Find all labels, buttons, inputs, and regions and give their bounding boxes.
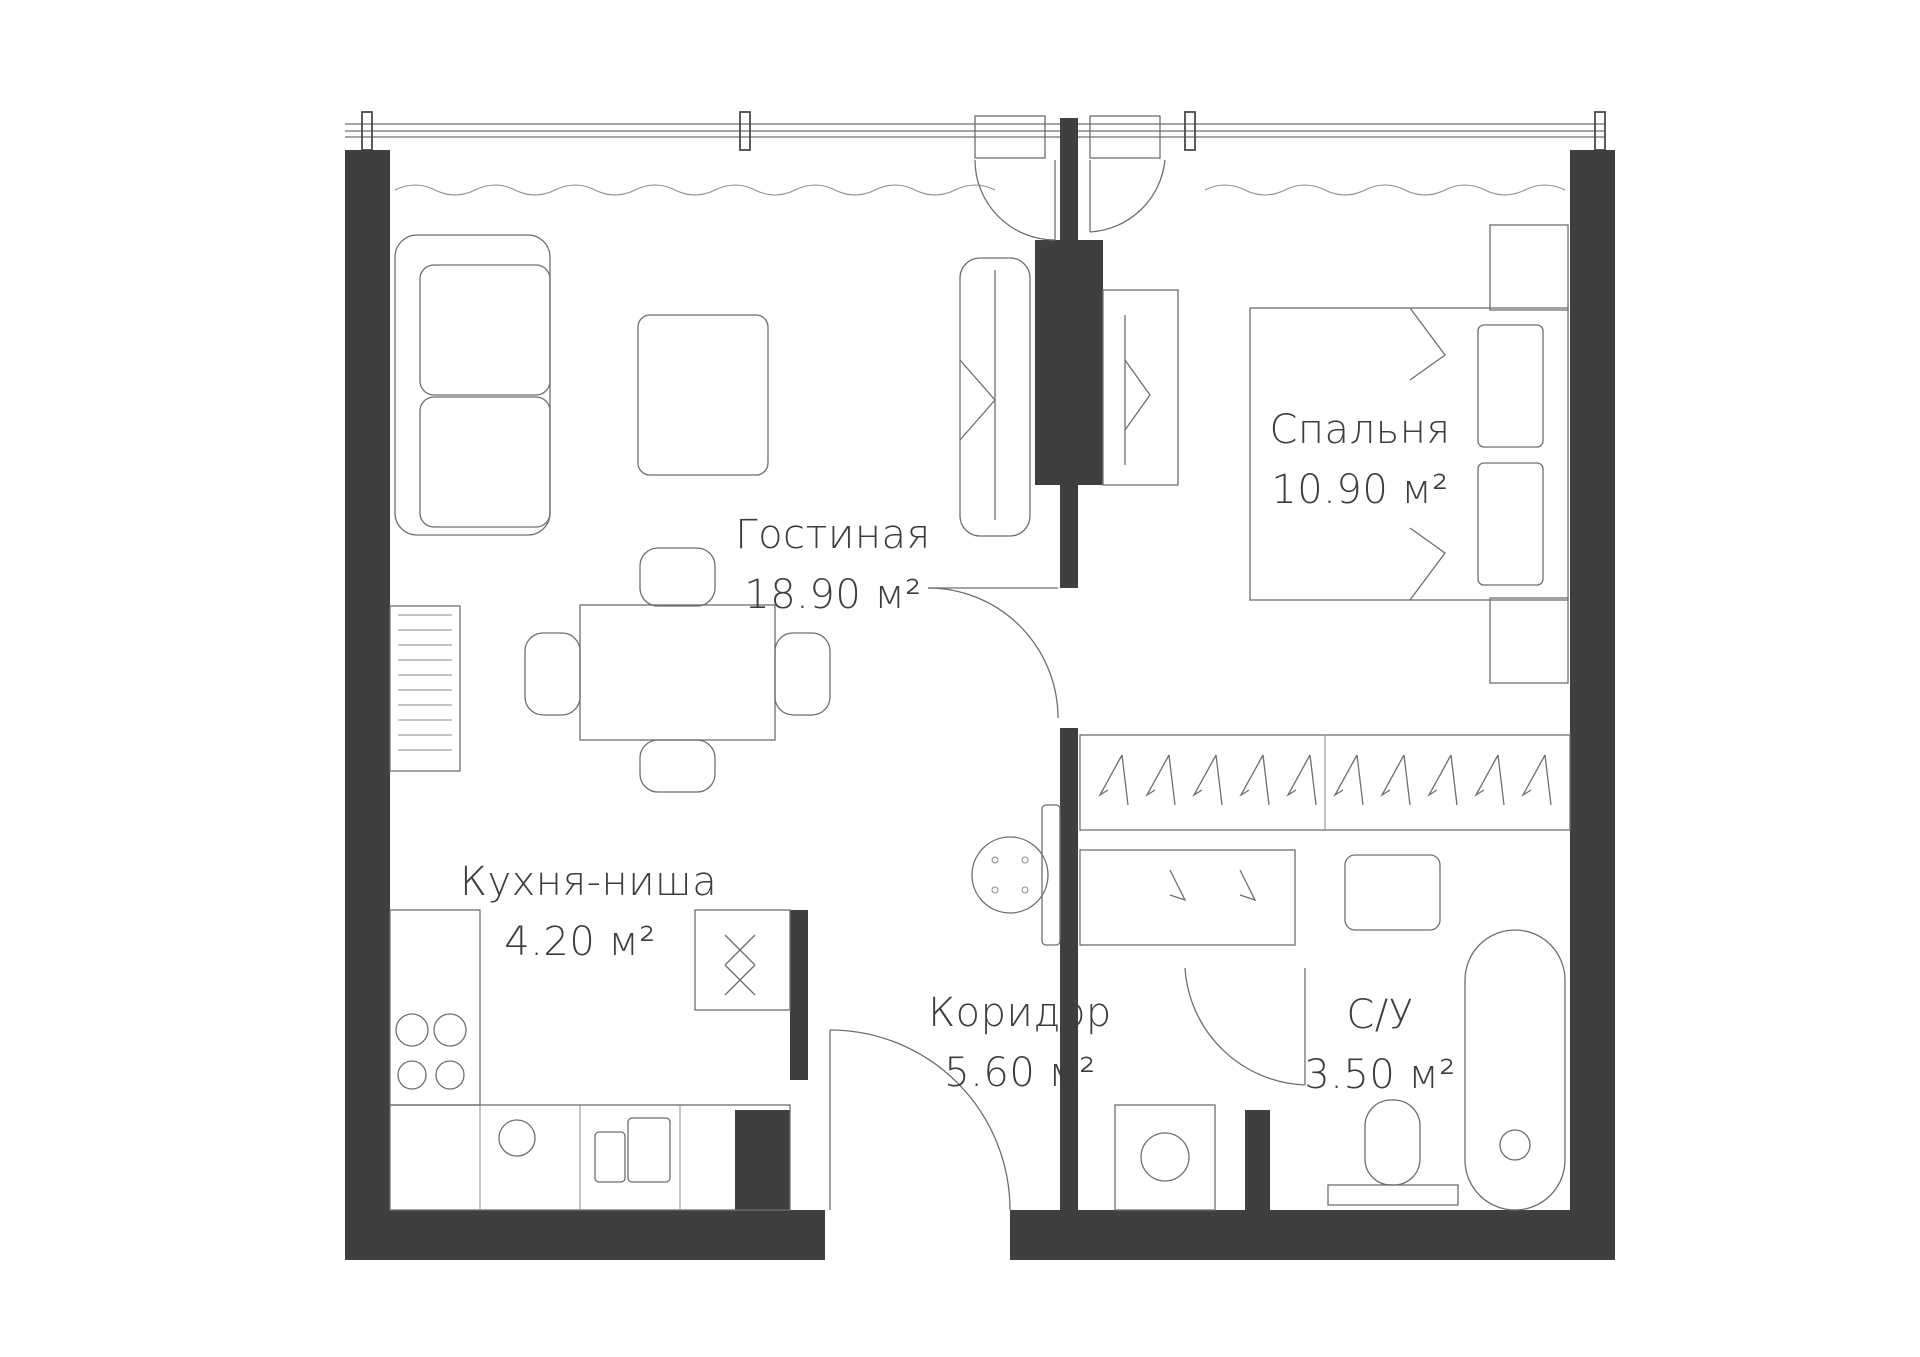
room-area: 10.90 м² [1271,467,1449,513]
entrance-door [829,1029,1011,1211]
living-door [927,587,1059,719]
coffee-table [637,314,769,476]
room-label-living: Гостиная 18.90 м² [718,505,948,625]
hanger-icon [1145,754,1176,806]
hanger-icon [1098,754,1129,806]
room-name: Коридор [928,990,1112,1036]
corridor-furniture [971,804,1296,946]
balcony-doors [974,159,1166,241]
tv-cabinet [959,257,1031,537]
rug [389,605,461,772]
walls [345,118,1615,1260]
closet-bedroom [1079,734,1571,831]
hanger-icon [1474,754,1505,806]
room-name: С/У [1346,992,1414,1038]
room-area: 18.90 м² [744,572,922,618]
balcony-railing [345,111,1606,159]
hanger-icon [1380,754,1411,806]
room-label-bathroom: С/У 3.50 м² [1300,985,1460,1105]
room-name: Спальня [1269,407,1451,453]
dining-set [524,547,831,793]
hanger-icon [1521,754,1552,806]
bedroom-wardrobe [1102,289,1179,486]
curtains [394,184,1566,196]
room-area: 4.20 м² [504,919,656,965]
bathroom-fixtures [1327,854,1566,1211]
sofa [394,234,551,536]
room-name: Кухня-ниша [460,859,718,905]
room-area: 3.50 м² [1304,1052,1456,1098]
room-label-bedroom: Спальня 10.90 м² [1260,400,1460,520]
hanger-icon [1192,754,1223,806]
hanger-icon [1239,754,1270,806]
hanger-icon [1427,754,1458,806]
room-label-corridor: Коридор 5.60 м² [920,983,1120,1103]
bed [1249,224,1569,684]
hanger-icon [1333,754,1364,806]
room-area: 5.60 м² [944,1050,1096,1096]
room-label-kitchen: Кухня-ниша 4.20 м² [460,852,718,972]
washing-machine [1114,1104,1216,1211]
room-name: Гостиная [735,512,931,558]
kitchen-unit [389,909,791,1211]
hanger-icon [1286,754,1317,806]
corridor-door [1184,967,1306,1086]
